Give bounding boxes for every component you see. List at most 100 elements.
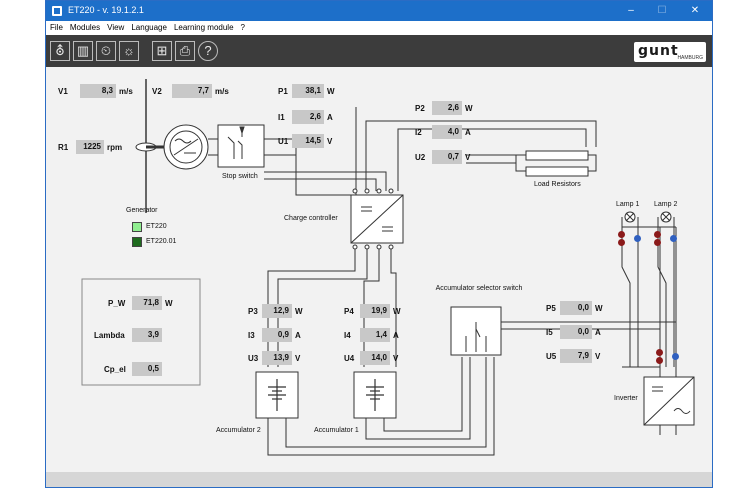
p3-label: P3 xyxy=(248,307,258,316)
p1-unit: W xyxy=(327,87,335,96)
lamp-2-contact-blue xyxy=(670,235,677,242)
et22001-legend: ET220.01 xyxy=(146,238,177,245)
u3-unit: V xyxy=(295,354,301,363)
accumulator-1-caption: Accumulator 1 xyxy=(314,427,359,434)
cabinet-icon[interactable]: ▥ xyxy=(73,41,93,61)
lamp-2-caption: Lamp 2 xyxy=(654,201,678,208)
u4-label: U4 xyxy=(344,354,355,363)
info-box xyxy=(81,278,201,386)
p4-value: 19,9 xyxy=(360,304,390,318)
chart-wind-icon[interactable]: ⛢ xyxy=(50,41,70,61)
u5-unit: V xyxy=(595,352,601,361)
v2-unit: m/s xyxy=(215,87,229,96)
u1-label: U1 xyxy=(278,137,289,146)
lamp-2-contact-red-2 xyxy=(654,239,661,246)
stop-switch-box xyxy=(217,124,265,168)
inverter-contact-red xyxy=(656,349,663,356)
load-resistors-caption: Load Resistors xyxy=(534,181,581,188)
close-button[interactable]: ✕ xyxy=(690,5,700,16)
chart-time-icon[interactable]: ⏲ xyxy=(96,41,116,61)
menu-learning-module[interactable]: Learning module xyxy=(173,23,234,32)
menu-modules[interactable]: Modules xyxy=(69,23,101,32)
i1-unit: A xyxy=(327,113,333,122)
v1-value: 8,3 xyxy=(80,84,116,98)
minimize-button[interactable]: – xyxy=(628,5,634,16)
menu-help[interactable]: ? xyxy=(240,23,245,32)
u3-value: 13,9 xyxy=(262,351,292,365)
menu-file[interactable]: File xyxy=(50,23,63,32)
charge-controller-caption: Charge controller xyxy=(284,215,338,222)
lamp-1-caption: Lamp 1 xyxy=(616,201,640,208)
u5-value: 7,9 xyxy=(560,349,592,363)
acc-selector-caption: Accumulator selector switch xyxy=(435,285,523,292)
i3-unit: A xyxy=(295,331,301,340)
i1-value: 2,6 xyxy=(292,110,324,124)
main-window: ET220 - v. 19.1.2.1 – ☐ ✕ File Modules Vie… xyxy=(45,0,713,488)
maximize-button[interactable]: ☐ xyxy=(657,5,667,16)
i3-label: I3 xyxy=(248,331,255,340)
et220-legend: ET220 xyxy=(146,223,167,230)
i2-value: 4,0 xyxy=(432,125,462,139)
generator-caption: Generator xyxy=(126,207,158,214)
accumulator-2-caption: Accumulator 2 xyxy=(216,427,261,434)
lamp-1-contact-red-2 xyxy=(618,239,625,246)
p3-unit: W xyxy=(295,307,303,316)
p5-value: 0,0 xyxy=(560,301,592,315)
lambda-label: Lambda xyxy=(94,331,125,340)
p1-label: P1 xyxy=(278,87,288,96)
schematic-canvas: V1 8,3 m/s V2 7,7 m/s R1 1225 rpm P1 38,… xyxy=(46,67,712,472)
p2-unit: W xyxy=(465,104,473,113)
u5-label: U5 xyxy=(546,352,557,361)
p1-value: 38,1 xyxy=(292,84,324,98)
help-icon[interactable]: ? xyxy=(198,41,218,61)
v2-label: V2 xyxy=(152,87,162,96)
wiring-diagram xyxy=(81,79,695,456)
r1-label: R1 xyxy=(58,143,69,152)
i2-label: I2 xyxy=(415,128,422,137)
status-bar xyxy=(46,472,712,487)
p2-label: P2 xyxy=(415,104,425,113)
inverter-contact-blue xyxy=(672,353,679,360)
p4-label: P4 xyxy=(344,307,354,316)
print-icon[interactable]: ⎙ xyxy=(175,41,195,61)
i2-unit: A xyxy=(465,128,471,137)
u4-value: 14,0 xyxy=(360,351,390,365)
i5-value: 0,0 xyxy=(560,325,592,339)
window-title: ET220 - v. 19.1.2.1 xyxy=(68,5,144,15)
u1-value: 14,5 xyxy=(292,134,324,148)
chart-sun-icon[interactable]: ☼ xyxy=(119,41,139,61)
p2-value: 2,6 xyxy=(432,101,462,115)
u3-label: U3 xyxy=(248,354,259,363)
menu-view[interactable]: View xyxy=(107,23,125,32)
lamp-1-contact-red xyxy=(618,231,625,238)
inverter-caption: Inverter xyxy=(614,395,638,402)
pw-unit: W xyxy=(165,299,173,308)
lamp-1-contact-blue xyxy=(634,235,641,242)
menu-bar: File Modules View Language Learning module? xyxy=(46,21,712,35)
r1-unit: rpm xyxy=(107,143,123,152)
p3-value: 12,9 xyxy=(262,304,292,318)
u2-unit: V xyxy=(465,153,471,162)
cpel-value: 0,5 xyxy=(132,362,162,376)
i4-label: I4 xyxy=(344,331,351,340)
logo-text: gunt xyxy=(638,43,679,59)
inverter-contact-red-2 xyxy=(656,357,663,364)
i1-label: I1 xyxy=(278,113,285,122)
u2-label: U2 xyxy=(415,153,426,162)
toolbar: ⛢ ▥ ⏲ ☼ ⊞ ⎙ ? gunt HAMBURG xyxy=(46,35,712,67)
stop-switch-caption: Stop switch xyxy=(222,173,258,180)
v1-unit: m/s xyxy=(119,87,133,96)
r1-value: 1225 xyxy=(76,140,104,154)
cpel-label: Cp_el xyxy=(104,365,126,374)
network-icon[interactable]: ⊞ xyxy=(152,41,172,61)
p5-unit: W xyxy=(595,304,603,313)
u4-unit: V xyxy=(393,354,399,363)
menu-language[interactable]: Language xyxy=(131,23,167,32)
pw-label: P_W xyxy=(108,299,126,308)
gunt-logo: gunt HAMBURG xyxy=(634,42,706,62)
u2-value: 0,7 xyxy=(432,150,462,164)
u1-unit: V xyxy=(327,137,333,146)
i3-value: 0,9 xyxy=(262,328,292,342)
i4-value: 1,4 xyxy=(360,328,390,342)
lamp-2-contact-red xyxy=(654,231,661,238)
